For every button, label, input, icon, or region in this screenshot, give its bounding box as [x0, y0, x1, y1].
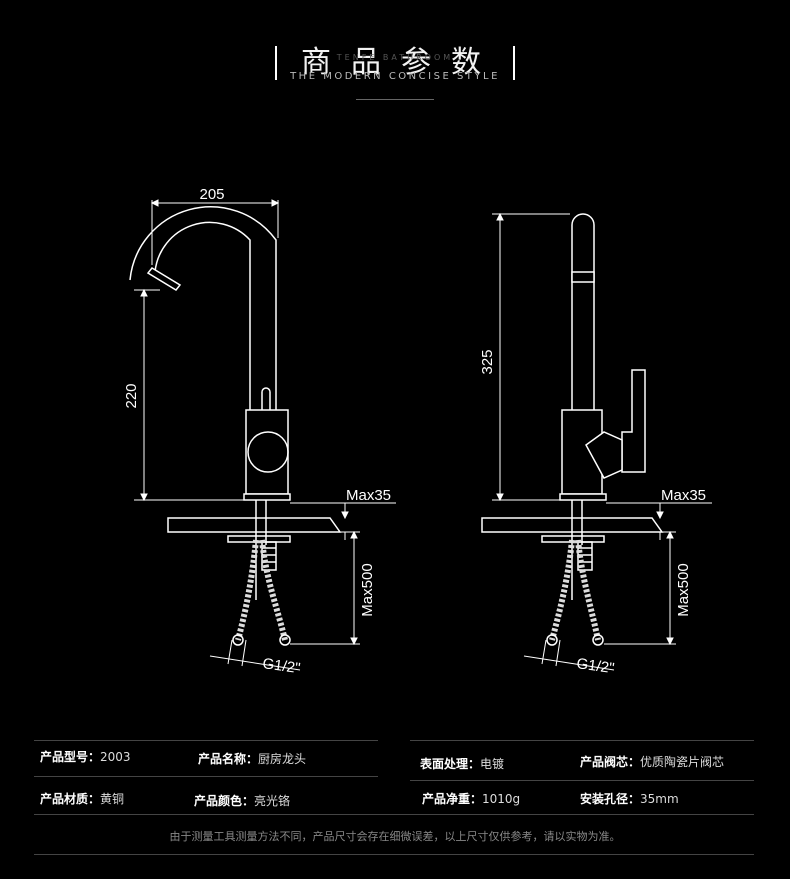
spec-finish: 表面处理：电镀 [420, 757, 505, 771]
thread-label-left: G1/2" [261, 655, 301, 677]
hoses-right [546, 539, 604, 646]
spec-weight: 产品净重：1010g [422, 792, 521, 806]
spec-divider [34, 814, 754, 815]
style-subtitle: THE MODERN CONCISE STYLE [290, 71, 500, 82]
title-block: 商品参数 [275, 40, 515, 86]
dimensions-left [134, 199, 396, 671]
faucet-dimension-diagram: 205 220 Max35 Max500 G1/2" [123, 186, 712, 677]
spec-cartridge: 产品阀芯：优质陶瓷片阀芯 [580, 755, 725, 769]
brand-subtitle: TENFE BATHROOM [336, 53, 454, 62]
title-bar-left [275, 46, 277, 80]
spec-material: 产品材质：黄铜 [40, 792, 125, 806]
hoses-left [232, 539, 291, 646]
disclaimer-note: 由于测量工具测量方法不同，产品尺寸会存在细微误差，以上尺寸仅供参考，请以实物为准… [169, 830, 621, 843]
thread-label-right: G1/2" [575, 655, 615, 677]
spec-divider [410, 740, 754, 741]
spec-divider [34, 740, 378, 741]
hose-label-right: Max500 [675, 563, 692, 616]
page-title: 商品参数 [301, 45, 501, 80]
page-header: 商品参数 [0, 40, 790, 86]
height-label-220: 220 [123, 383, 140, 408]
spec-divider [34, 854, 754, 855]
spec-name: 产品名称：厨房龙头 [198, 752, 307, 766]
spec-table: 产品型号：2003 产品名称：厨房龙头 表面处理：电镀 产品阀芯：优质陶瓷片阀芯… [0, 738, 790, 879]
header-divider [356, 99, 434, 100]
spec-model: 产品型号：2003 [40, 750, 131, 764]
width-label-205: 205 [199, 186, 224, 203]
title-bar-right [513, 46, 515, 80]
deck-label-left: Max35 [346, 487, 391, 504]
deck-label-right: Max35 [661, 487, 706, 504]
spec-color: 产品颜色：亮光铬 [194, 794, 291, 808]
spec-hole-size: 安装孔径：35mm [580, 792, 679, 806]
faucet-front-view [129, 206, 342, 600]
spec-divider [410, 780, 754, 781]
height-label-325: 325 [479, 349, 496, 374]
dimensions-right [492, 212, 712, 671]
spec-divider [34, 776, 378, 777]
hose-label-left: Max500 [359, 563, 376, 616]
